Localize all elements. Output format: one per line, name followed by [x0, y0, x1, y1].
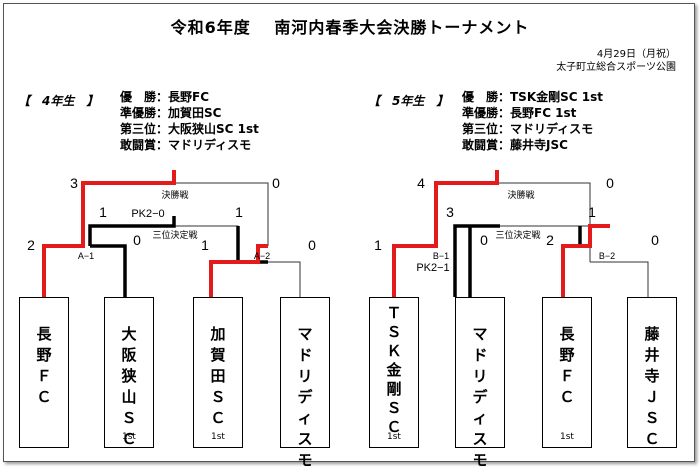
- team-seed: 1st: [387, 432, 401, 442]
- grade4-award-fighting: 敢闘賞：マドリディスモ: [120, 138, 252, 152]
- g4-score-final-left: 3: [70, 175, 78, 191]
- g4-score-a1-right: 0: [133, 232, 141, 248]
- g5-winner-path-left: [392, 170, 499, 297]
- grade5-award-third: 第三位：マドリディスモ: [462, 122, 594, 136]
- event-date: 4月29日（月祝）: [596, 49, 676, 60]
- grade4-bracket: 3 0 1 1 2 0 1 0 決勝戦 三位決定戦 A−1 A−2 PK2−0: [27, 170, 316, 297]
- grade4-award-winner: 優 勝：長野FC: [120, 90, 210, 104]
- g4-label-final: 決勝戦: [161, 189, 188, 200]
- team-name: マドリディスモ: [472, 325, 488, 469]
- g5-b2-right-arm: [590, 261, 649, 297]
- g5-score-final-right: 0: [606, 175, 614, 191]
- g4-label-a1: A−1: [78, 251, 94, 261]
- g4-score-a1-left: 2: [27, 237, 35, 253]
- g5-team-box-tsk: ＴＳＫ金剛ＳＣ 1st: [369, 297, 419, 448]
- g4-winner-path-right: [209, 244, 268, 297]
- g5-score-b1-left: 1: [374, 237, 382, 253]
- g5-label-b2: B−2: [599, 251, 615, 261]
- g5-label-b1: B−1: [433, 251, 449, 261]
- g5-third-left: [453, 224, 500, 297]
- grade5-bracket: 4 0 3 1 1 0 2 0 決勝戦 三位決定戦 B−1 B−2 PK2−1: [374, 170, 659, 297]
- team-name: 長野ＦＣ: [559, 325, 575, 406]
- g5-winner-path-right: [561, 224, 610, 297]
- team-name: 大阪狭山ＳＣ: [121, 325, 137, 448]
- team-seed: 1st: [211, 432, 225, 442]
- grade5-awards: 優 勝：TSK金剛SC 1st 準優勝：長野FC 1st 第三位：マドリディスモ…: [462, 89, 603, 153]
- g5-score-b2-right: 0: [651, 232, 659, 248]
- g4-third-left: [88, 216, 176, 246]
- g4-score-a2-left: 1: [201, 237, 209, 253]
- g4-winner-path-left: [42, 170, 176, 297]
- grade5-award-winner: 優 勝：TSK金剛SC 1st: [462, 90, 603, 104]
- g4-score-third-right: 1: [235, 204, 243, 220]
- g5-score-third-left: 3: [446, 204, 454, 220]
- team-name: 加賀田ＳＣ: [210, 325, 226, 427]
- g4-final-right-arm: [174, 182, 269, 246]
- grade4-label: 【 4年生 】: [18, 94, 99, 108]
- g5-score-third-right: 1: [588, 204, 596, 220]
- g4-score-final-right: 0: [272, 175, 280, 191]
- g5-score-b1-right: 0: [480, 232, 488, 248]
- team-name: 長野ＦＣ: [36, 325, 52, 406]
- g4-a1-loser-line: [90, 244, 127, 297]
- g4-team-box-nagano: 長野ＦＣ: [19, 297, 69, 448]
- g4-a2-right-arm: [238, 261, 301, 297]
- grade5-label: 【 5年生 】: [368, 94, 449, 108]
- g4-label-pk: PK2−0: [131, 208, 164, 220]
- event-venue: 太子町立総合スポーツ公園: [556, 62, 676, 73]
- g4-team-box-kagata: 加賀田ＳＣ 1st: [193, 297, 243, 448]
- event-info: 4月29日（月祝） 太子町立総合スポーツ公園: [556, 48, 676, 74]
- page-frame: [3, 3, 695, 462]
- g5-label-pk: PK2−1: [416, 262, 449, 274]
- page-title: 令和6年度 南河内春季大会決勝トーナメント: [170, 18, 530, 37]
- g4-label-third: 三位決定戦: [152, 229, 197, 240]
- grade5-award-runnerup: 準優勝：長野FC 1st: [462, 106, 577, 120]
- g5-team-box-madridismo: マドリディスモ: [455, 297, 505, 469]
- g5-team-box-fujiidera: 藤井寺ＪＳＣ: [627, 297, 677, 448]
- g5-team-box-nagano: 長野ＦＣ 1st: [542, 297, 592, 448]
- g4-score-third-left: 1: [99, 204, 107, 220]
- grade4-award-third: 第三位：大阪狭山SC 1st: [120, 122, 259, 136]
- team-seed: 1st: [560, 432, 574, 442]
- g5-label-third: 三位決定戦: [495, 229, 540, 240]
- g4-team-box-madridismo: マドリディスモ: [280, 297, 330, 469]
- team-name: 藤井寺ＪＳＣ: [644, 325, 660, 448]
- team-name: マドリディスモ: [297, 325, 313, 469]
- g4-label-a2: A−2: [254, 251, 270, 261]
- g5-label-final: 決勝戦: [507, 189, 534, 200]
- team-seed: 1st: [122, 432, 136, 442]
- g5-score-b2-left: 2: [546, 232, 554, 248]
- team-name: ＴＳＫ金剛ＳＣ: [386, 304, 402, 436]
- g5-score-final-left: 4: [417, 175, 425, 191]
- grade5-award-fighting: 敢闘賞：藤井寺JSC: [462, 138, 568, 152]
- g4-score-a2-right: 0: [308, 237, 316, 253]
- g4-team-box-osakasayama: 大阪狭山ＳＣ 1st: [104, 297, 154, 448]
- grade4-award-runnerup: 準優勝：加賀田SC: [120, 106, 222, 120]
- grade4-awards: 優 勝：長野FC 準優勝：加賀田SC 第三位：大阪狭山SC 1st 敢闘賞：マド…: [120, 89, 259, 153]
